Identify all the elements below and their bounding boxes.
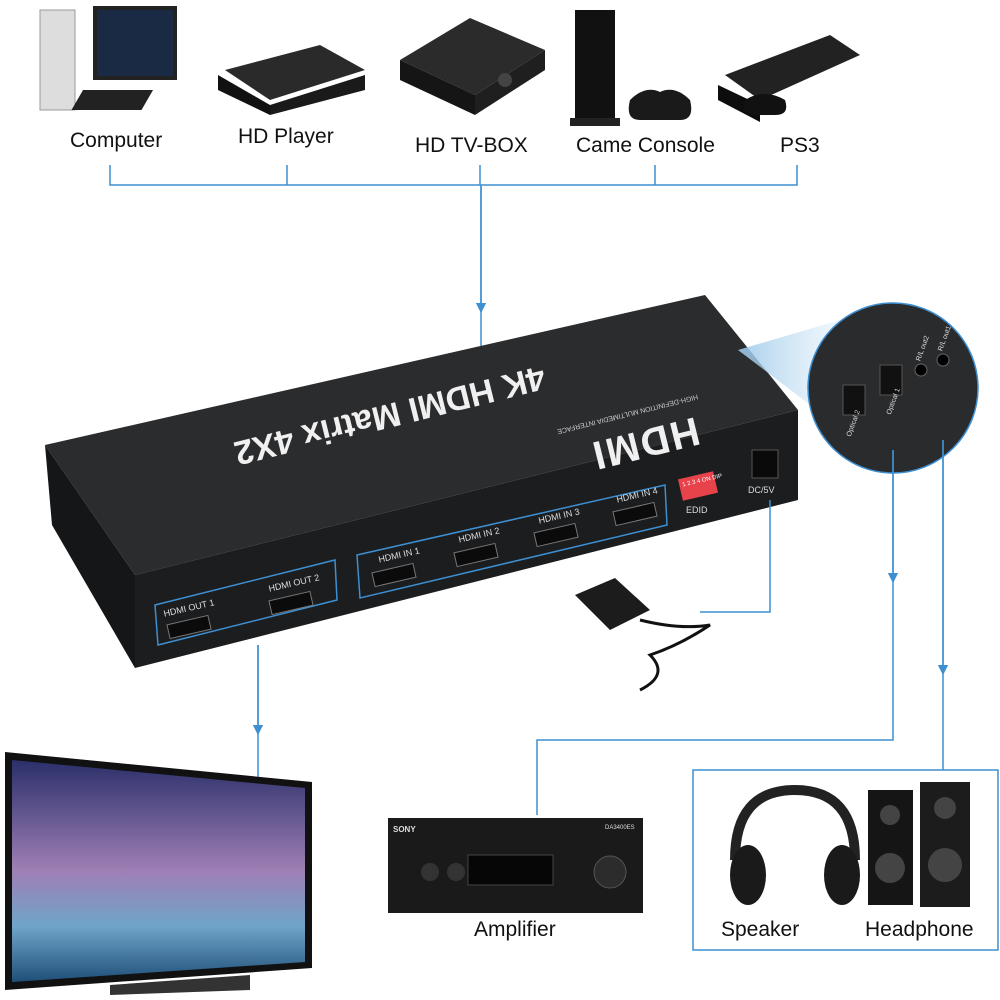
rear-panel-magnifier xyxy=(807,302,979,474)
edid-dip-switch[interactable] xyxy=(677,471,719,501)
ps3-image xyxy=(718,35,860,122)
sink-label-headphone: Headphone xyxy=(865,918,974,941)
game-console-image xyxy=(570,10,692,126)
output-lines xyxy=(252,440,999,951)
hd-player-image xyxy=(218,45,365,115)
source-label-hd-tv-box: HD TV-BOX xyxy=(415,134,528,157)
speakers-image xyxy=(868,782,970,907)
sink-label-speaker: Speaker xyxy=(721,918,800,941)
source-label-game-console: Came Console xyxy=(576,134,715,157)
source-bus-lines xyxy=(109,165,798,500)
amplifier-image xyxy=(388,818,643,913)
source-label-ps3: PS3 xyxy=(780,134,820,157)
hdmi-ports xyxy=(166,501,658,640)
amplifier-model: DA3400ES xyxy=(605,825,635,831)
port-outlines xyxy=(154,484,668,646)
source-label-computer: Computer xyxy=(70,129,163,152)
amplifier-brand: SONY xyxy=(393,825,416,834)
headphone-image xyxy=(730,784,860,905)
dc-power-jack xyxy=(751,449,779,479)
source-label-hd-player: HD Player xyxy=(238,125,334,148)
dc-power-label: DC/5V xyxy=(748,485,775,495)
sink-label-amplifier: Amplifier xyxy=(474,918,556,941)
computer-image xyxy=(39,6,177,111)
tv-box-image xyxy=(400,18,545,115)
power-adapter-image xyxy=(575,578,711,692)
tv-image xyxy=(5,752,312,995)
edid-label: EDID xyxy=(686,505,708,515)
